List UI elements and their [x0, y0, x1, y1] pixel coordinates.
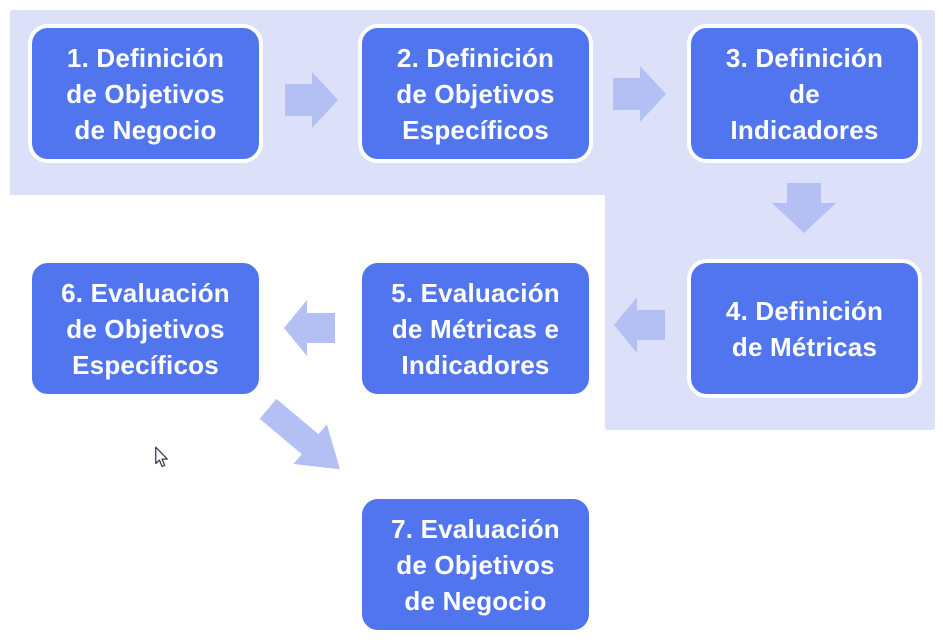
step-3-line-1: 3. Definición: [725, 42, 884, 73]
step-box-7: 7. Evaluación de Objetivos de Negocio: [358, 495, 593, 634]
step-2-line-2: de Objetivos: [396, 78, 555, 109]
step-7-line-1: 7. Evaluación: [391, 513, 560, 544]
arrow-left-icon: [284, 300, 335, 356]
arrow-left-icon: [614, 297, 665, 353]
step-7-line-2: de Objetivos: [396, 549, 555, 580]
step-3-line-3: Indicadores: [730, 114, 879, 145]
step-box-4: 4. Definición de Métricas: [687, 259, 922, 398]
step-1-line-1: 1. Definición: [66, 42, 225, 73]
step-5-line-3: Indicadores: [401, 349, 550, 380]
step-1-line-3: de Negocio: [74, 114, 217, 145]
arrow-down-right-icon: [259, 398, 341, 470]
step-4-line-1: 4. Definición: [725, 295, 884, 326]
step-box-5: 5. Evaluación de Métricas e Indicadores: [358, 259, 593, 398]
step-6-line-2: de Objetivos: [66, 313, 225, 344]
step-5-line-2: de Métricas e: [391, 313, 560, 344]
step-3-line-2: de: [789, 78, 820, 109]
step-4-line-2: de Métricas: [731, 331, 878, 362]
step-6-line-1: 6. Evaluación: [61, 277, 230, 308]
step-box-1: 1. Definición de Objetivos de Negocio: [28, 24, 263, 163]
step-5-line-1: 5. Evaluación: [391, 277, 560, 308]
step-6-line-3: Específicos: [72, 349, 219, 380]
arrow-right-icon: [613, 66, 666, 122]
step-box-6: 6. Evaluación de Objetivos Específicos: [28, 259, 263, 398]
step-box-3: 3. Definición de Indicadores: [687, 24, 922, 163]
step-box-2: 2. Definición de Objetivos Específicos: [358, 24, 593, 163]
step-1-line-2: de Objetivos: [66, 78, 225, 109]
step-2-line-1: 2. Definición: [396, 42, 555, 73]
mouse-cursor-icon: [155, 446, 168, 468]
step-7-line-3: de Negocio: [404, 585, 547, 616]
step-2-line-3: Específicos: [402, 114, 549, 145]
arrow-down-icon: [772, 183, 836, 233]
arrow-right-icon: [285, 72, 338, 128]
